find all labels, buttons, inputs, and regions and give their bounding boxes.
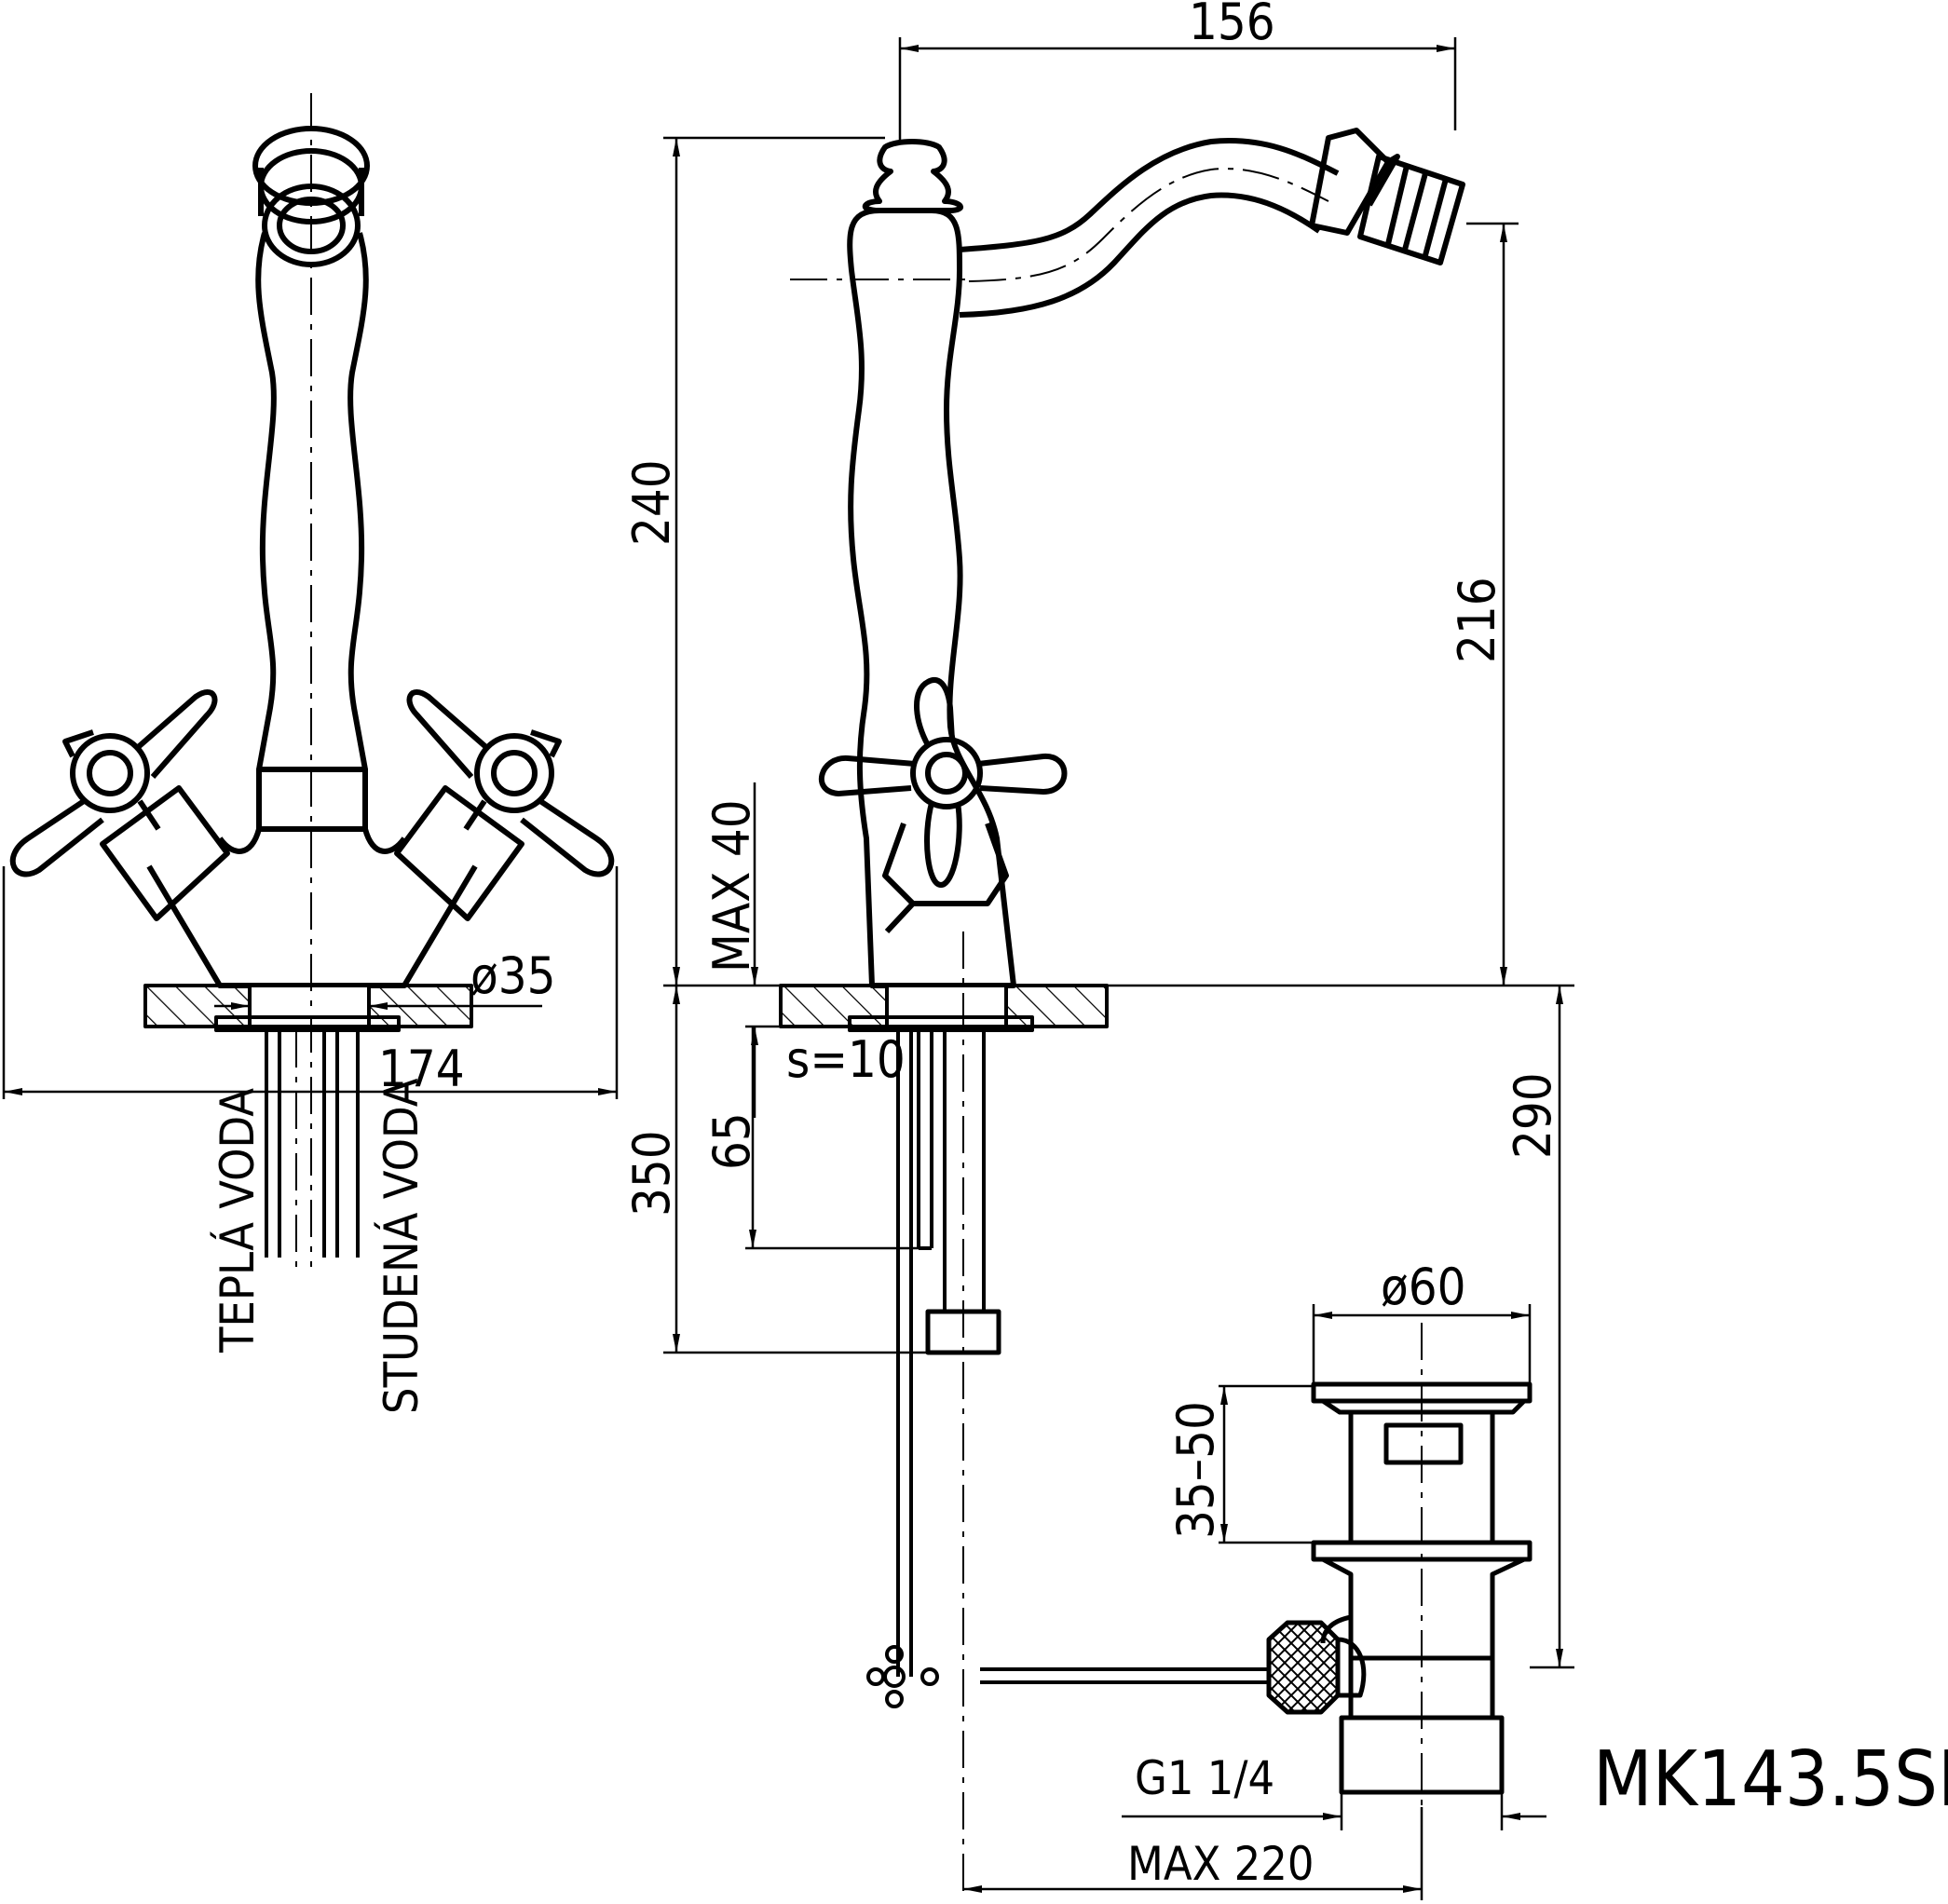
width-label: 174 bbox=[378, 1040, 465, 1098]
side-dimensions bbox=[663, 37, 1574, 1900]
side-popup-knob bbox=[866, 1645, 1269, 1708]
front-supply-pipes bbox=[265, 1030, 360, 1258]
total-height-label: 240 bbox=[622, 459, 681, 546]
waste-diameter-label: ø60 bbox=[1381, 1258, 1466, 1316]
side-aerator bbox=[1309, 128, 1465, 265]
side-body bbox=[847, 208, 1016, 988]
spout-height-label: 216 bbox=[1448, 577, 1506, 663]
front-left-handle bbox=[9, 689, 230, 921]
model-number: MK143.5SM bbox=[1593, 1735, 1948, 1824]
below-deck-label: 350 bbox=[622, 1130, 681, 1217]
hole-diameter-label: ø35 bbox=[470, 946, 556, 1005]
side-view bbox=[779, 128, 1533, 1891]
cold-water-label: STUDENÁ VODA bbox=[374, 1078, 429, 1414]
waste-depth-label: 290 bbox=[1504, 1072, 1562, 1159]
side-waste bbox=[1266, 1381, 1533, 1795]
side-cross-handle bbox=[818, 677, 1068, 934]
thread-label: G1 1/4 bbox=[1135, 1751, 1274, 1805]
side-tailpieces bbox=[896, 1030, 1001, 1677]
max-reach-label: MAX 220 bbox=[1127, 1837, 1315, 1891]
adjust-range-label: 35–50 bbox=[1166, 1401, 1225, 1539]
hot-water-label: TEPLÁ VODA bbox=[210, 1088, 265, 1353]
front-right-handle bbox=[394, 689, 615, 921]
max-deck-label: MAX 40 bbox=[702, 799, 761, 972]
deck-thickness-label: s=10 bbox=[786, 1030, 906, 1089]
hose-length-label: 65 bbox=[702, 1112, 761, 1170]
side-spout bbox=[959, 138, 1340, 318]
side-finial bbox=[862, 139, 964, 213]
spout-reach-label: 156 bbox=[1189, 0, 1275, 51]
front-dimensions bbox=[2, 866, 619, 1099]
